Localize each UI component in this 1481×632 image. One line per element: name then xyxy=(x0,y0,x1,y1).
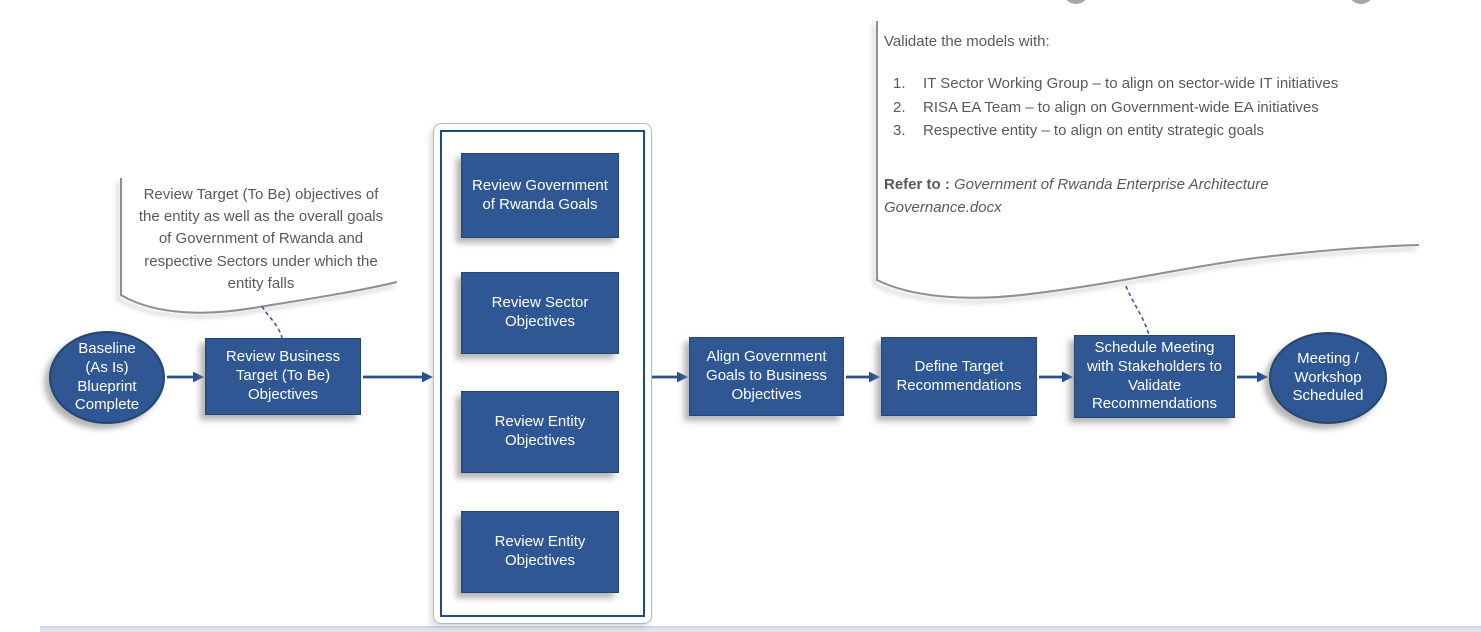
selection-handle-icon[interactable] xyxy=(1348,0,1374,4)
list-item-text: IT Sector Working Group – to align on se… xyxy=(923,75,1339,92)
callout-connector-left xyxy=(261,305,283,339)
flow-arrowhead xyxy=(422,371,433,383)
callout-shape-left[interactable] xyxy=(120,178,398,314)
process-review-entity-objectives-2[interactable]: Review Entity Objectives xyxy=(461,511,619,593)
process-review-entity-objectives-1[interactable]: Review Entity Objectives xyxy=(461,391,619,473)
list-item-number: 1. xyxy=(893,75,906,92)
list-item-text: Respective entity – to align on entity s… xyxy=(923,122,1265,140)
note-refer-line: Refer to : Government of Rwanda Enterpri… xyxy=(884,173,1354,219)
callout-connector-note xyxy=(1125,285,1150,336)
list-item-number: 2. xyxy=(893,98,906,116)
refer-document-name: Government of Rwanda Enterprise Architec… xyxy=(884,176,1269,216)
page-edge-line xyxy=(40,626,1481,628)
process-define-target-recommendations[interactable]: Define Target Recommendations xyxy=(881,337,1037,416)
note-validate-list: 1. IT Sector Working Group – to align on… xyxy=(893,72,1423,143)
process-review-sector-objectives[interactable]: Review Sector Objectives xyxy=(461,272,619,354)
list-item-text: RISA EA Team – to align on Government-wi… xyxy=(923,98,1319,116)
flow-arrowhead xyxy=(677,371,688,383)
flow-arrowhead xyxy=(193,371,204,383)
process-review-government-goals[interactable]: Review Government of Rwanda Goals xyxy=(461,153,619,238)
process-align-government-goals[interactable]: Align Government Goals to Business Objec… xyxy=(689,337,844,416)
review-goals-container-inner xyxy=(440,130,645,617)
list-item-number: 3. xyxy=(893,122,906,140)
note-validate-title: Validate the models with: xyxy=(884,33,1050,50)
callout-shape-note[interactable] xyxy=(876,21,1420,299)
end-terminator-meeting-scheduled[interactable]: Meeting / Workshop Scheduled xyxy=(1269,332,1387,424)
callout-review-target-text: Review Target (To Be) objectives of the … xyxy=(138,186,384,292)
flow-arrowhead xyxy=(869,371,880,383)
note-list-item: 3. Respective entity – to align on entit… xyxy=(893,119,1423,143)
flow-arrowhead xyxy=(1257,371,1268,383)
flow-arrowhead xyxy=(1062,371,1073,383)
flow-arrows xyxy=(167,371,1268,383)
selection-handle-icon[interactable] xyxy=(1063,0,1089,4)
start-terminator-baseline-complete[interactable]: Baseline (As Is) Blueprint Complete xyxy=(49,331,165,424)
refer-label: Refer to : xyxy=(884,176,950,193)
page-edge-band xyxy=(40,627,1481,632)
process-review-business-target[interactable]: Review Business Target (To Be) Objective… xyxy=(205,338,361,415)
review-goals-container-outer[interactable] xyxy=(433,123,652,624)
note-list-item: 1. IT Sector Working Group – to align on… xyxy=(893,72,1423,96)
process-schedule-meeting[interactable]: Schedule Meeting with Stakeholders to Va… xyxy=(1074,335,1235,418)
note-list-item: 2. RISA EA Team – to align on Government… xyxy=(893,96,1423,120)
